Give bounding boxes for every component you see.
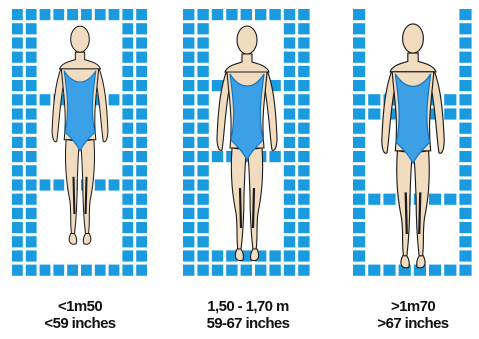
woman-figure-short: [52, 26, 108, 244]
height-label-medium: 1,50 - 1,70 m 59-67 inches: [178, 298, 318, 332]
tiled-background-medium: [182, 8, 312, 278]
head: [403, 24, 424, 53]
height-label-short: <1m50 <59 inches: [10, 298, 150, 332]
neck: [390, 53, 436, 72]
woman-figure-medium: [217, 26, 277, 261]
left-foot: [235, 249, 243, 261]
left-foot: [401, 256, 409, 268]
height-label-tall: >1m70 >67 inches: [343, 298, 479, 332]
right-foot: [83, 234, 90, 245]
neck: [225, 54, 269, 72]
height-metric-short: <1m50: [10, 298, 150, 315]
height-metric-tall: >1m70: [343, 298, 479, 315]
height-inches-medium: 59-67 inches: [178, 315, 318, 332]
height-inches-short: <59 inches: [10, 315, 150, 332]
figure-panel-short: [11, 8, 149, 278]
tiled-background-tall: [352, 8, 474, 278]
left-foot: [69, 234, 76, 245]
neck: [60, 52, 101, 69]
head: [237, 26, 257, 54]
woman-figure-tall: [382, 24, 444, 268]
tiled-background-short: [11, 8, 149, 278]
figure-panel-medium: [182, 8, 312, 278]
right-foot: [251, 249, 259, 261]
right-foot: [417, 256, 425, 268]
height-metric-medium: 1,50 - 1,70 m: [178, 298, 318, 315]
figure-panel-tall: [352, 8, 474, 278]
height-inches-tall: >67 inches: [343, 315, 479, 332]
head: [71, 26, 90, 52]
